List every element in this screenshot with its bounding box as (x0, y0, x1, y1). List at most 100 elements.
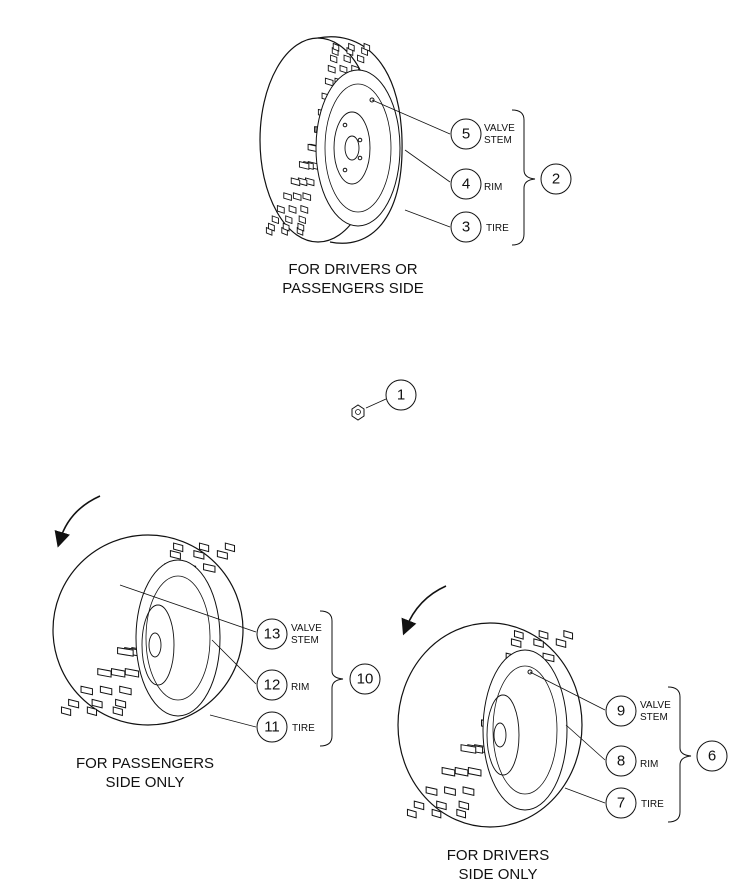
tread-block (285, 215, 293, 225)
caption-left: FOR PASSENGERS SIDE ONLY (45, 754, 245, 792)
tread-block (169, 549, 181, 560)
tread-block (538, 629, 549, 640)
tread-block (330, 54, 338, 64)
tread-block (60, 706, 72, 717)
tread-block (292, 192, 302, 202)
tread-block (332, 42, 340, 52)
caption-top-line1: FOR DRIVERS OR (288, 261, 418, 278)
tread-block (216, 549, 228, 560)
svg-text:2: 2 (552, 171, 560, 188)
wheel-left: 13 VALVE STEM 12 RIM 11 TIRE 10 (52, 495, 381, 747)
tread-block (271, 215, 279, 225)
svg-text:13: 13 (264, 626, 281, 643)
tread-block (288, 204, 297, 214)
tread-block (406, 808, 417, 819)
tread-block (431, 808, 442, 819)
svg-text:4: 4 (462, 176, 470, 193)
tread-block (97, 667, 112, 678)
svg-text:9: 9 (617, 703, 625, 720)
tread-block (357, 54, 365, 64)
lug-nut-icon (351, 404, 365, 421)
callout-12: 12 (256, 669, 288, 701)
tread-block (454, 766, 469, 777)
label-tire: TIRE (641, 799, 664, 810)
svg-text:3: 3 (462, 219, 470, 236)
rim-icon (482, 649, 568, 811)
rim-icon (135, 559, 221, 717)
label-stem: STEM (640, 712, 668, 723)
caption-right-line2: SIDE ONLY (458, 866, 538, 883)
callout-7: 7 (605, 787, 637, 819)
rotation-arrow-icon (401, 585, 447, 636)
svg-text:10: 10 (357, 671, 374, 688)
callout-5: 5 (450, 118, 482, 150)
tread-block (363, 42, 371, 52)
tread-block (436, 800, 447, 811)
tread-block (425, 786, 438, 796)
tread-block (203, 563, 216, 573)
caption-top: FOR DRIVERS OR PASSENGERS SIDE (248, 260, 458, 298)
svg-text:8: 8 (617, 753, 625, 770)
tread-block (302, 192, 312, 202)
label-valve: VALVE (291, 623, 322, 634)
callout-2: 2 (540, 163, 572, 195)
tread-block (86, 706, 98, 717)
caption-left-line2: SIDE ONLY (105, 774, 185, 791)
label-stem: STEM (291, 635, 319, 646)
tread-block (327, 64, 336, 74)
callout-6: 6 (696, 740, 728, 772)
caption-right-line1: FOR DRIVERS (446, 847, 550, 864)
callout-10: 10 (349, 663, 381, 695)
tread-block (99, 685, 113, 696)
tread-block (298, 215, 306, 225)
svg-text:6: 6 (708, 748, 716, 765)
label-valve: VALVE (640, 700, 671, 711)
label-rim: RIM (484, 182, 502, 193)
tread-block (456, 808, 467, 819)
tread-block (282, 222, 290, 232)
callout-9: 9 (605, 695, 637, 727)
tread-block (276, 204, 285, 214)
tread-block (441, 766, 456, 777)
label-tire: TIRE (292, 723, 315, 734)
tread-block (300, 204, 309, 214)
tread-block (68, 698, 80, 709)
svg-text:1: 1 (397, 387, 405, 404)
tread-block (513, 629, 524, 640)
tread-block (117, 647, 134, 657)
tread-block (444, 786, 456, 796)
svg-text:5: 5 (462, 126, 470, 143)
label-rim: RIM (640, 759, 658, 770)
callout-11: 11 (256, 711, 288, 743)
rotation-arrow-icon (54, 495, 101, 548)
tread-block (563, 629, 574, 640)
tread-block (119, 685, 132, 696)
wheel-top: 5 VALVE STEM 4 RIM 3 TIRE 2 (259, 36, 572, 246)
callout-8: 8 (605, 745, 637, 777)
tread-block (198, 542, 210, 553)
caption-left-line1: FOR PASSENGERS (75, 755, 215, 772)
wheel-right: 9 VALVE STEM 8 RIM 7 TIRE 6 (397, 585, 728, 828)
tread-block (462, 786, 475, 796)
callout-3: 3 (450, 211, 482, 243)
tread-block (80, 685, 93, 696)
tread-block (91, 698, 103, 709)
rim-icon (315, 69, 401, 227)
label-rim: RIM (291, 682, 309, 693)
tread-block (297, 222, 305, 232)
tread-block (467, 766, 482, 777)
tread-block (413, 800, 425, 811)
tread-block (348, 42, 355, 52)
label-stem: STEM (484, 135, 512, 146)
svg-text:7: 7 (617, 795, 625, 812)
callout-1: 1 (385, 379, 417, 411)
label-valve: VALVE (484, 123, 515, 134)
tread-block (283, 192, 292, 202)
tread-block (510, 638, 522, 649)
tread-block (555, 638, 567, 649)
tread-block (533, 638, 544, 649)
svg-text:11: 11 (264, 719, 280, 736)
label-tire: TIRE (486, 223, 509, 234)
tread-block (298, 161, 310, 170)
